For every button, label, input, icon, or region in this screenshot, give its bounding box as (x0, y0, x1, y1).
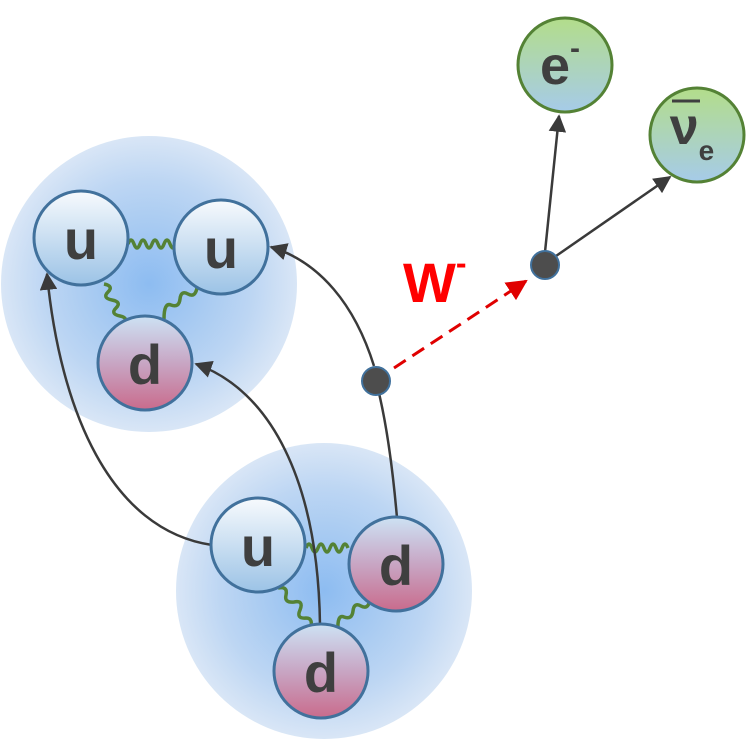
electron (516, 16, 614, 114)
electron-line (543, 114, 567, 253)
neutron-down-quark-1-label: d (379, 534, 413, 597)
gluon-neutron-d1-d2 (336, 599, 372, 632)
vertex-lepton (530, 250, 560, 280)
neutron-down-quark-2 (272, 622, 370, 720)
w-boson-symbol: W (403, 251, 456, 314)
antineutrino-label: νe (670, 98, 715, 166)
vertex-weak (361, 366, 391, 396)
antineutrino-subscript: e (699, 135, 715, 166)
flow-line-vertex-to-proton-u (269, 243, 376, 367)
neutron-up-quark (209, 496, 307, 594)
proton-up-quark-2-label: u (204, 217, 238, 280)
flow-line-neutron-u-to-proton-u (39, 272, 213, 547)
proton-down-quark (96, 314, 194, 412)
electron-symbol: e (540, 36, 570, 96)
proton-down-quark-label: d (128, 333, 162, 396)
proton-up-quark-1 (32, 189, 130, 287)
gluon-proton-u1-u2 (126, 238, 178, 250)
electron-label: e- (540, 32, 580, 96)
gluon-proton-u2-d (162, 287, 199, 320)
antineutrino-line (555, 175, 672, 258)
w-boson-label: W- (403, 245, 467, 314)
antineutrino (648, 86, 746, 184)
w-boson-line (393, 279, 528, 370)
gluon-proton-u1-d (103, 282, 128, 328)
gluon-neutron-u-d1 (304, 542, 350, 554)
w-boson-charge: - (456, 245, 467, 281)
proton-up-quark-2 (172, 198, 270, 296)
neutron-down-quark-2-label: d (304, 641, 338, 704)
flow-line-neutron-d-to-proton-d (194, 360, 322, 626)
neutron-down-quark-1 (347, 515, 445, 613)
antineutrino-symbol: ν (670, 98, 699, 156)
neutron-up-quark-label: u (241, 515, 275, 578)
proton-up-quark-1-label: u (64, 208, 98, 271)
electron-charge: - (570, 32, 580, 65)
gluon-neutron-u-d2 (277, 585, 314, 631)
